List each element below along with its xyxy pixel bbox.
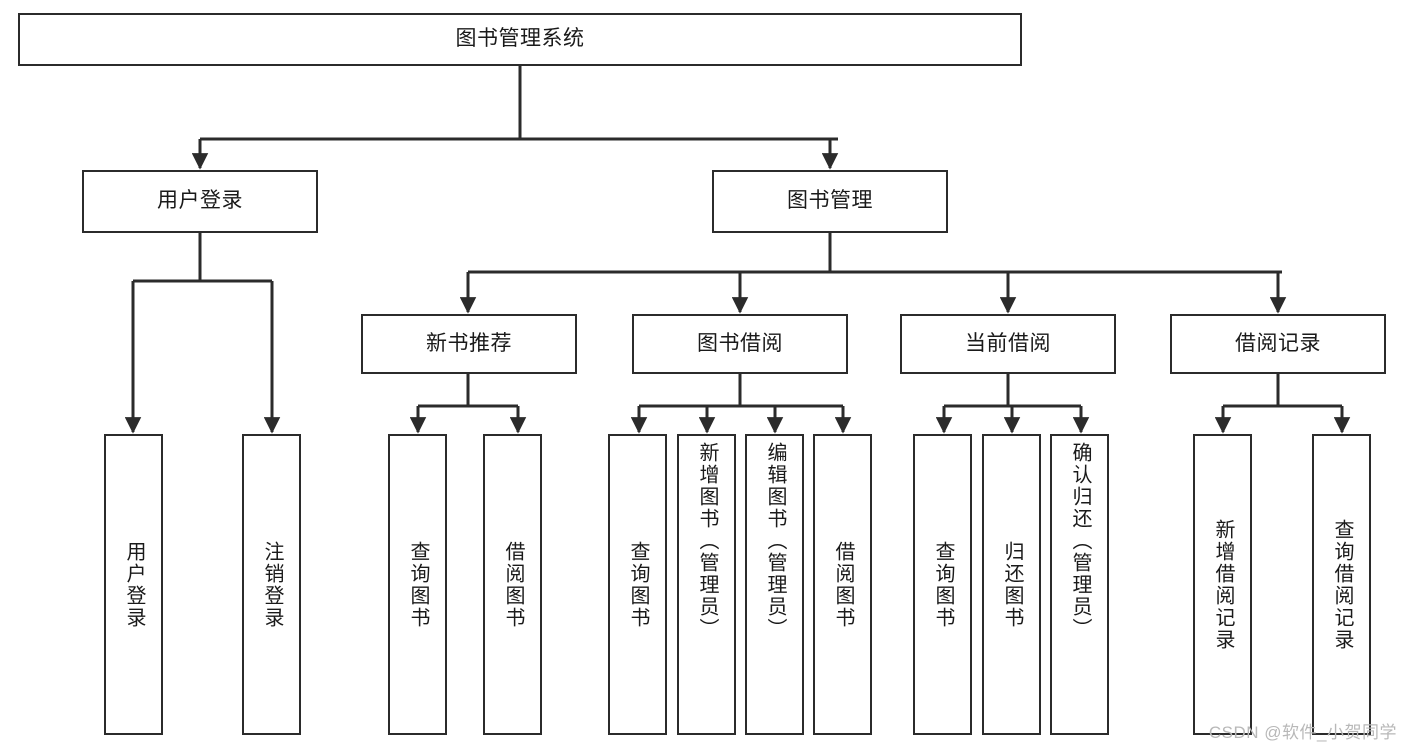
node-leaf-query-borrow-record[interactable]: 查询借阅记录	[1312, 434, 1371, 735]
node-leaf-query-book-b[interactable]: 查询图书	[608, 434, 667, 735]
node-leaf-add-borrow-record[interactable]: 新增借阅记录	[1193, 434, 1252, 735]
node-leaf-query-book-a[interactable]: 查询图书	[388, 434, 447, 735]
node-label: 借阅图书	[832, 540, 854, 629]
node-label: 借阅记录	[1235, 331, 1321, 355]
node-label: 新增图书（管理员）	[696, 442, 718, 640]
node-leaf-confirm-return-admin[interactable]: 确认归还（管理员）	[1050, 434, 1109, 735]
node-leaf-borrow-book-b[interactable]: 借阅图书	[813, 434, 872, 735]
node-new-book-recommend[interactable]: 新书推荐	[361, 314, 577, 374]
node-current-borrow[interactable]: 当前借阅	[900, 314, 1116, 374]
node-leaf-logout[interactable]: 注销登录	[242, 434, 301, 735]
node-leaf-user-login[interactable]: 用户登录	[104, 434, 163, 735]
node-label: 新书推荐	[426, 331, 512, 355]
node-label: 新增借阅记录	[1212, 518, 1234, 651]
node-label: 图书管理	[787, 189, 873, 213]
node-label: 当前借阅	[965, 331, 1051, 355]
node-book-borrow[interactable]: 图书借阅	[632, 314, 848, 374]
node-label: 查询借阅记录	[1331, 518, 1353, 651]
node-label: 用户登录	[123, 540, 145, 629]
node-leaf-query-book-c[interactable]: 查询图书	[913, 434, 972, 735]
node-label: 用户登录	[157, 189, 243, 213]
node-label: 注销登录	[261, 540, 283, 629]
node-label: 查询图书	[627, 540, 649, 629]
node-borrow-record[interactable]: 借阅记录	[1170, 314, 1386, 374]
node-label: 查询图书	[407, 540, 429, 629]
node-label: 归还图书	[1001, 540, 1023, 629]
node-label: 编辑图书（管理员）	[764, 442, 786, 640]
node-leaf-borrow-book-a[interactable]: 借阅图书	[483, 434, 542, 735]
node-root-library-system[interactable]: 图书管理系统	[18, 13, 1022, 66]
node-leaf-edit-book-admin[interactable]: 编辑图书（管理员）	[745, 434, 804, 735]
node-user-login[interactable]: 用户登录	[82, 170, 318, 233]
node-label: 借阅图书	[502, 540, 524, 629]
node-label: 图书管理系统	[455, 27, 585, 51]
node-leaf-return-book[interactable]: 归还图书	[982, 434, 1041, 735]
node-label: 查询图书	[932, 540, 954, 629]
node-book-management[interactable]: 图书管理	[712, 170, 948, 233]
node-label: 图书借阅	[697, 331, 783, 355]
node-label: 确认归还（管理员）	[1069, 442, 1091, 640]
node-leaf-add-book-admin[interactable]: 新增图书（管理员）	[677, 434, 736, 735]
